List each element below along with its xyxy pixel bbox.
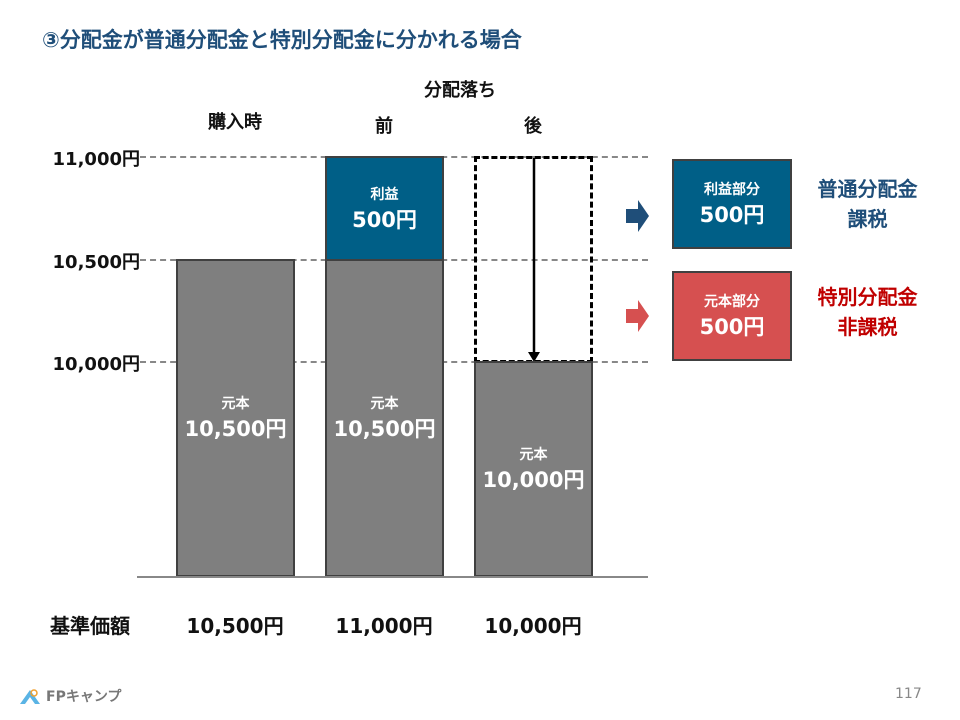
principal-portion-box: 元本部分 500円 <box>672 271 792 361</box>
header-before: 前 <box>375 116 393 137</box>
bar-label: 元本 <box>221 396 250 412</box>
page-number: 117 <box>895 686 922 702</box>
nav-value: 10,500円 <box>186 614 284 638</box>
note-line: 普通分配金 <box>817 177 918 201</box>
header-after: 後 <box>524 116 542 137</box>
profit-portion-box: 利益部分 500円 <box>672 159 792 249</box>
nav-label: 基準価額 <box>50 614 130 638</box>
arrow-right-icon <box>626 300 649 332</box>
arrow-right-icon <box>626 200 649 232</box>
ytick-10000: 10,000円 <box>52 354 140 375</box>
box-label: 利益部分 <box>704 182 760 198</box>
bar-label: 元本 <box>370 396 399 412</box>
bar-purchase: 元本 10,500円 <box>176 259 295 577</box>
ytick-10500: 10,500円 <box>52 252 140 273</box>
bar-profit: 利益 500円 <box>325 156 444 261</box>
ordinary-dividend-note: 普通分配金 課税 <box>800 174 935 234</box>
slide-title: ③分配金が普通分配金と特別分配金に分かれる場合 <box>42 28 522 52</box>
bar-label: 利益 <box>370 186 399 203</box>
nav-value: 10,000円 <box>484 614 582 638</box>
box-label: 元本部分 <box>704 294 760 310</box>
special-dividend-note: 特別分配金 非課税 <box>800 282 935 342</box>
note-line: 特別分配金 <box>817 285 918 309</box>
header-distribution: 分配落ち <box>424 80 496 101</box>
note-line: 非課税 <box>837 315 898 339</box>
logo-text: FPキャンプ <box>46 689 122 705</box>
down-arrow-icon <box>528 158 540 362</box>
bar-value: 10,500円 <box>184 417 287 441</box>
bar-value: 10,000円 <box>482 468 585 492</box>
note-line: 課税 <box>847 207 888 231</box>
nav-value: 11,000円 <box>335 614 433 638</box>
bar-label: 元本 <box>519 447 548 463</box>
box-value: 500円 <box>699 315 765 339</box>
baseline <box>137 576 648 578</box>
logo: FPキャンプ <box>20 686 121 706</box>
header-purchase: 購入時 <box>208 112 262 133</box>
box-value: 500円 <box>699 203 765 227</box>
ytick-11000: 11,000円 <box>52 149 140 170</box>
bar-after: 元本 10,000円 <box>474 361 593 577</box>
bar-before: 元本 10,500円 <box>325 259 444 577</box>
bar-value: 500円 <box>352 207 417 232</box>
logo-mountain-icon <box>20 689 40 704</box>
bar-value: 10,500円 <box>333 417 436 441</box>
